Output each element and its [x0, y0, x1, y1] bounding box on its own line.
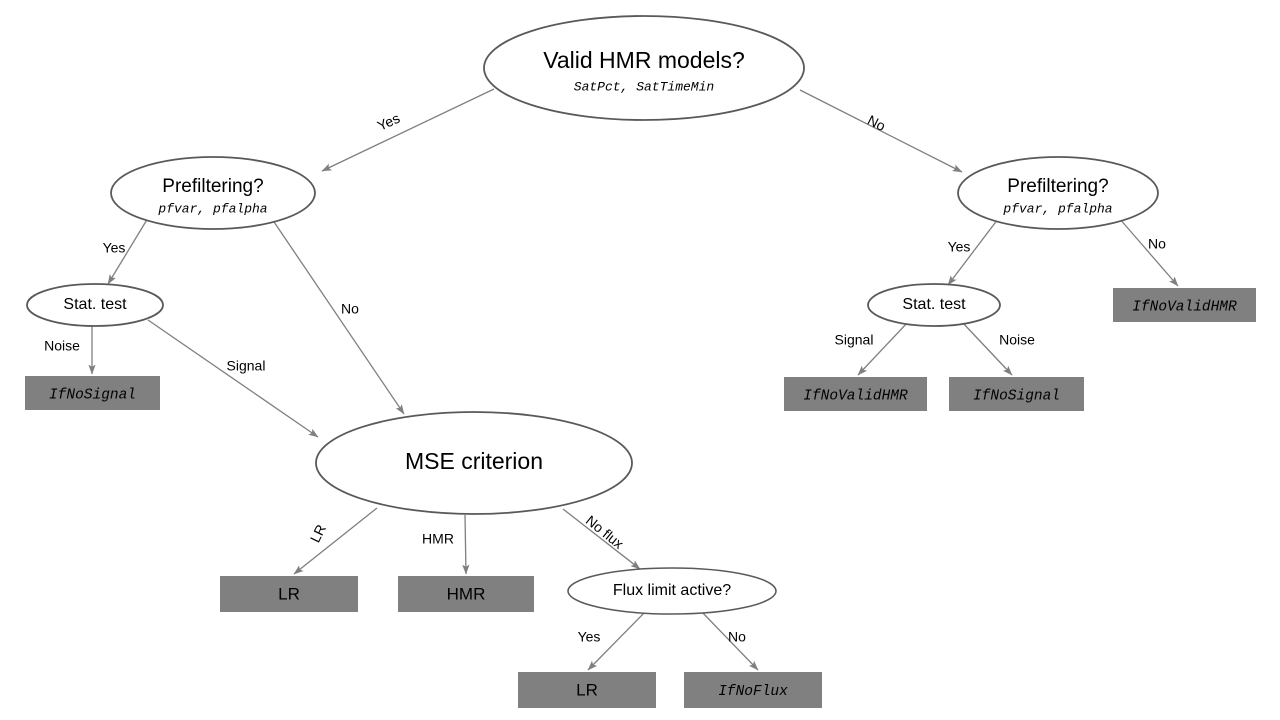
edge-prefilter-left-no [269, 215, 405, 415]
node-stat-test-left[interactable]: Stat. test [26, 283, 164, 327]
node-shape [867, 283, 1001, 327]
edge-label-stat-right-signal: Signal [835, 332, 874, 348]
terminal-no-signal-left[interactable]: IfNoSignal [25, 376, 160, 410]
terminal-label: LR [576, 680, 598, 699]
edge-stat-left-signal [147, 319, 319, 438]
edge-flux-yes [587, 609, 648, 671]
edge-label-prefilter-right-yes: Yes [948, 239, 971, 255]
edge-layer [88, 88, 1179, 671]
terminal-label: IfNoFlux [718, 684, 788, 700]
terminal-no-signal-right[interactable]: IfNoSignal [949, 377, 1084, 411]
terminal-lr-flux[interactable]: LR [518, 672, 656, 708]
edge-label-stat-right-noise: Noise [999, 332, 1035, 348]
node-label: Prefiltering? [162, 176, 263, 197]
node-prefiltering-left[interactable]: Prefiltering? pfvar, pfalpha [110, 156, 316, 230]
edge-stat-right-noise [961, 321, 1013, 376]
edge-label-prefilter-right-no: No [1148, 236, 1166, 252]
terminal-hmr-mse[interactable]: HMR [398, 576, 534, 612]
terminal-box [518, 672, 656, 708]
edge-prefilter-right-yes [947, 218, 999, 286]
node-mse-criterion[interactable]: MSE criterion [315, 411, 633, 515]
terminal-label: LR [278, 584, 300, 603]
node-label: Stat. test [902, 296, 966, 313]
node-shape [26, 283, 164, 327]
node-label: Stat. test [63, 296, 127, 313]
edge-flux-no [699, 609, 759, 671]
node-stat-test-right[interactable]: Stat. test [867, 283, 1001, 327]
terminal-no-valid-hmr-top-right[interactable]: IfNoValidHMR [1113, 288, 1256, 322]
node-shape [957, 156, 1159, 230]
node-shape [483, 15, 805, 121]
terminal-lr-mse[interactable]: LR [220, 576, 358, 612]
node-label: Flux limit active? [613, 582, 731, 599]
node-shape [110, 156, 316, 230]
terminal-box [949, 377, 1084, 411]
terminal-label: IfNoValidHMR [1132, 299, 1237, 315]
node-valid-hmr-models[interactable]: Valid HMR models? SatPct, SatTimeMin [483, 15, 805, 121]
terminal-box [398, 576, 534, 612]
node-label: Valid HMR models? [543, 47, 745, 73]
terminal-layer: IfNoSignal IfNoValidHMR IfNoValidHMR IfN… [25, 288, 1256, 708]
edge-valid-yes [321, 88, 495, 172]
edge-prefilter-right-no [1118, 217, 1179, 287]
edge-mse-hmr [462, 514, 470, 575]
edge-mse-no-flux [562, 508, 641, 570]
edge-mse-lr [293, 507, 378, 575]
terminal-label: IfNoSignal [49, 387, 136, 403]
terminal-box [684, 672, 822, 708]
node-label: MSE criterion [405, 448, 543, 474]
terminal-box [25, 376, 160, 410]
terminal-label: HMR [447, 584, 486, 603]
edge-label-flux-no: No [728, 629, 746, 645]
node-flux-limit-active[interactable]: Flux limit active? [567, 567, 777, 615]
edge-label-stat-left-noise: Noise [44, 338, 80, 354]
edge-label-valid-no: No [865, 112, 888, 134]
edge-valid-no [799, 89, 963, 173]
terminal-box [1113, 288, 1256, 322]
node-params: pfvar, pfalpha [1002, 201, 1112, 216]
node-layer: Valid HMR models? SatPct, SatTimeMin Pre… [26, 15, 1159, 615]
terminal-box [784, 377, 927, 411]
edge-prefilter-left-yes [107, 217, 149, 285]
terminal-label: IfNoSignal [973, 388, 1060, 404]
terminal-label: IfNoValidHMR [803, 388, 908, 404]
edge-label-mse-no-flux: No flux [583, 512, 627, 552]
edge-label-mse-lr: LR [307, 522, 329, 545]
edge-label-valid-yes: Yes [375, 110, 402, 134]
edge-stat-right-signal [857, 321, 909, 376]
node-prefiltering-right[interactable]: Prefiltering? pfvar, pfalpha [957, 156, 1159, 230]
edge-label-prefilter-left-yes: Yes [103, 240, 126, 256]
edge-label-flux-yes: Yes [578, 629, 601, 645]
node-params: pfvar, pfalpha [157, 201, 267, 216]
edge-label-prefilter-left-no: No [341, 301, 359, 317]
terminal-no-valid-hmr-right[interactable]: IfNoValidHMR [784, 377, 927, 411]
edge-label-stat-left-signal: Signal [227, 358, 266, 374]
node-params: SatPct, SatTimeMin [574, 79, 714, 94]
terminal-box [220, 576, 358, 612]
edge-label-mse-hmr: HMR [422, 531, 454, 547]
node-shape [567, 567, 777, 615]
node-shape [315, 411, 633, 515]
node-label: Prefiltering? [1007, 176, 1108, 197]
terminal-no-flux[interactable]: IfNoFlux [684, 672, 822, 708]
